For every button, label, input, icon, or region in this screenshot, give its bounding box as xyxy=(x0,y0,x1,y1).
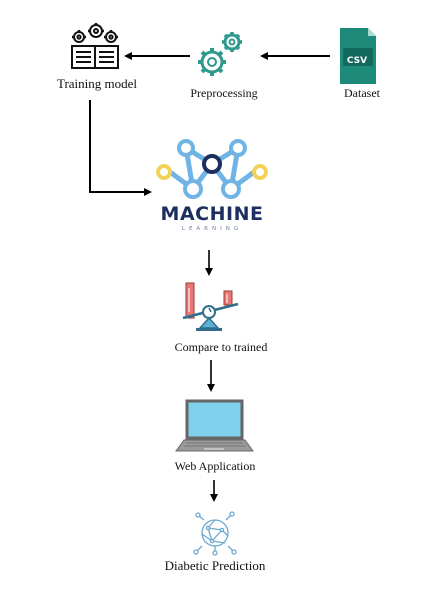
training-model-label: Training model xyxy=(56,76,138,91)
book-gears-icon xyxy=(71,23,119,69)
csv-file-icon xyxy=(340,28,376,84)
balance-scale-icon xyxy=(182,282,239,331)
web-application-label: Web Application xyxy=(174,459,256,473)
laptop-icon xyxy=(175,399,254,452)
preprocessing-label: Preprocessing xyxy=(190,86,258,100)
machine-learning-subtitle: LEARNING xyxy=(181,226,243,232)
diabetic-prediction-label: Diabetic Prediction xyxy=(164,558,266,573)
gears-icon xyxy=(198,32,242,76)
neural-network-icon xyxy=(156,139,268,199)
arrow-training-to-ml xyxy=(89,100,152,196)
dataset-label: Dataset xyxy=(344,86,380,100)
machine-learning-title: MACHINE xyxy=(160,203,264,225)
compare-label: Compare to trained xyxy=(174,340,268,354)
network-globe-icon xyxy=(193,511,237,556)
csv-badge: CSV xyxy=(346,56,368,66)
